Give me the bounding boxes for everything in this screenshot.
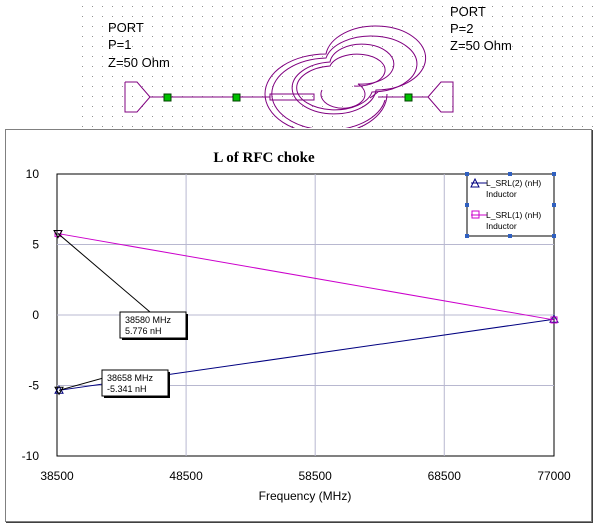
- data-point[interactable]: [550, 316, 558, 324]
- x-tick-label: 38500: [40, 469, 74, 483]
- marker-value: 5.776 nH: [125, 326, 162, 336]
- x-axis-ticks: 38500 48500 58500 68500 77000: [40, 469, 571, 483]
- x-tick-label: 48500: [169, 469, 203, 483]
- graph-window[interactable]: L of RFC choke 10 5 0 -5 -10 38500 48500 58500…: [5, 129, 592, 522]
- legend-selection-handles[interactable]: [465, 172, 556, 238]
- series-line-1[interactable]: [57, 233, 555, 321]
- y-axis-ticks: 10 5 0 -5 -10: [22, 167, 40, 463]
- y-tick-label: -10: [22, 449, 40, 463]
- spiral-inductor[interactable]: [264, 25, 427, 128]
- x-axis-label: Frequency (MHz): [259, 489, 352, 503]
- marker-triangle[interactable]: [54, 386, 64, 396]
- data-point[interactable]: [549, 314, 559, 323]
- schematic-grid: [82, 6, 593, 127]
- x-tick-label: 58500: [298, 469, 332, 483]
- marker-leader-line: [57, 233, 151, 313]
- node-3[interactable]: [404, 93, 413, 102]
- legend-item-l-srl-1[interactable]: L_SRL(1) (nH) Inductor: [471, 210, 541, 231]
- chart-title: L of RFC choke: [213, 150, 315, 166]
- marker-triangle[interactable]: [53, 230, 63, 239]
- port1-symbol[interactable]: [124, 81, 164, 113]
- node-2[interactable]: [232, 93, 241, 102]
- schematic-canvas[interactable]: PORT P=1 Z=50 Ohm PORT P=2 Z=50 Ohm: [0, 0, 595, 128]
- legend-label-l-srl-2: L_SRL(2) (nH): [486, 178, 541, 188]
- legend-label-l-srl-1: L_SRL(1) (nH): [486, 210, 541, 220]
- y-tick-label: 10: [26, 167, 40, 181]
- legend-box[interactable]: [466, 173, 555, 237]
- x-tick-label: 77000: [537, 469, 571, 483]
- node-1[interactable]: [163, 93, 172, 102]
- y-tick-label: 0: [32, 308, 39, 322]
- port1-label: PORT: [108, 20, 144, 35]
- port2-label: PORT: [450, 4, 486, 19]
- legend-sub-l-srl-2: Inductor: [486, 189, 517, 199]
- triangle-marker-icon: [470, 177, 480, 188]
- marker-box[interactable]: [119, 311, 187, 339]
- port2-impedance: Z=50 Ohm: [450, 38, 512, 53]
- square-marker-icon: [471, 210, 480, 219]
- marker-frequency: 38658 MHz: [107, 373, 154, 383]
- marker-value: -5.341 nH: [107, 384, 147, 394]
- port2-number: P=2: [450, 21, 474, 36]
- transmission-line-1[interactable]: [163, 93, 270, 102]
- y-tick-label: 5: [32, 238, 39, 252]
- y-tick-label: -5: [28, 379, 39, 393]
- chart[interactable]: L of RFC choke 10 5 0 -5 -10 38500 48500 58500…: [6, 130, 591, 521]
- legend-sub-l-srl-1: Inductor: [486, 221, 517, 231]
- marker-frequency: 38580 MHz: [125, 315, 172, 325]
- marker-box[interactable]: [101, 369, 169, 397]
- port1-number: P=1: [108, 37, 132, 52]
- x-tick-label: 68500: [428, 469, 462, 483]
- legend-item-l-srl-2[interactable]: L_SRL(2) (nH) Inductor: [470, 177, 541, 199]
- port1-impedance: Z=50 Ohm: [108, 55, 170, 70]
- legend[interactable]: L_SRL(2) (nH) Inductor L_SRL(1) (nH) Ind…: [465, 172, 556, 238]
- port2-symbol[interactable]: [412, 81, 454, 113]
